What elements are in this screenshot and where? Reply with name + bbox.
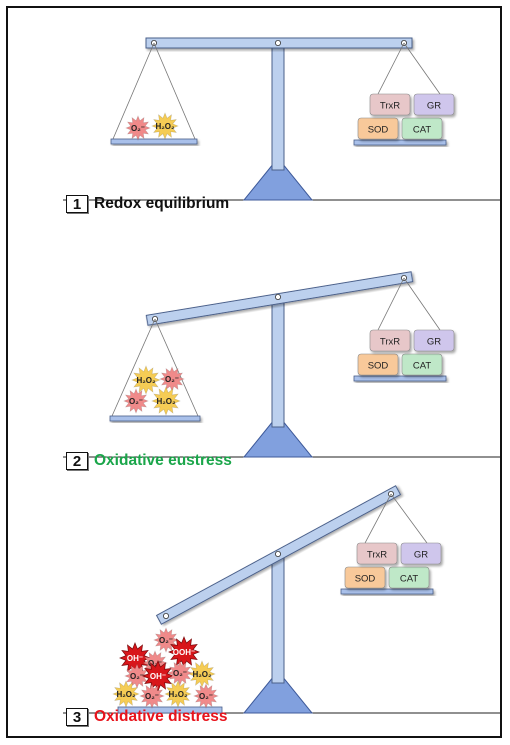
right-pan-tray — [353, 139, 447, 146]
ros-label: O₂⁻ — [165, 375, 179, 384]
panel-2-title: Oxidative eustress — [94, 452, 232, 469]
right-pan-tray — [340, 588, 434, 595]
enzyme-label-cat: CAT — [413, 361, 431, 372]
ros-star-peroxide — [151, 112, 179, 140]
beam-screw — [274, 293, 281, 300]
enzyme-label-gr: GR — [427, 101, 441, 112]
enzyme-label-cat: CAT — [413, 125, 431, 136]
balance-post — [271, 553, 285, 684]
enzyme-box-sod — [357, 353, 399, 376]
ros-star-peroxide — [188, 660, 216, 688]
ros-star-superoxide — [153, 627, 179, 653]
ros-label: OOH⁻ — [173, 648, 195, 657]
ros-star-superoxide — [123, 388, 149, 414]
fulcrum — [242, 157, 314, 201]
ros-label: O₂⁻ — [173, 669, 187, 678]
panel-1-title: Redox equilibrium — [94, 195, 230, 212]
ros-label: O₂⁻ — [131, 124, 145, 133]
fulcrum — [242, 414, 314, 458]
ros-label: OH⁻ — [150, 672, 166, 681]
panel-1-number: 1 — [66, 195, 88, 213]
beam-screw — [274, 40, 281, 47]
ros-star-superoxide — [167, 660, 193, 686]
enzyme-box-trxr — [369, 329, 411, 352]
left-pan-string — [153, 42, 196, 140]
enzyme-label-sod: SOD — [368, 125, 389, 136]
panel-1-label: 1 Redox equilibrium — [66, 194, 229, 214]
balance-post — [271, 296, 285, 428]
ros-label: O₂⁻ — [148, 659, 162, 668]
enzyme-box-sod — [344, 566, 386, 589]
panel-1: O₂⁻ H₂O₂ SOD CAT TrxR GR — [63, 37, 500, 201]
right-pan-string — [403, 42, 441, 95]
ros-label: H₂O₂ — [155, 122, 175, 131]
enzyme-box-trxr — [356, 542, 398, 565]
ros-star-peroxide — [151, 386, 181, 416]
left-pan-tray — [110, 138, 198, 145]
right-pan-string — [377, 277, 405, 331]
ros-label: H₂O₂ — [136, 376, 156, 385]
enzyme-label-gr: GR — [427, 337, 441, 348]
panel-2-label: 2 Oxidative eustress — [66, 451, 232, 471]
ros-label: O₂⁻ — [130, 672, 144, 681]
enzyme-label-trxr: TrxR — [367, 550, 387, 561]
panel-3-label: 3 Oxidative distress — [66, 707, 228, 727]
fulcrum — [242, 670, 314, 714]
ros-label: OH⁻ — [127, 654, 143, 663]
enzyme-label-trxr: TrxR — [380, 101, 400, 112]
left-pan-string — [111, 318, 156, 417]
panel-2-number: 2 — [66, 452, 88, 470]
right-pan-tray — [353, 375, 447, 382]
balance-post — [271, 42, 285, 171]
left-pan-string — [154, 318, 199, 417]
ros-star-superoxide — [125, 115, 151, 141]
ros-label: O₂⁻ — [145, 692, 159, 701]
right-pan-string — [377, 42, 405, 95]
left-pan-tray — [117, 706, 223, 714]
enzyme-label-gr: GR — [414, 550, 428, 561]
enzyme-label-cat: CAT — [400, 574, 418, 585]
ros-star-peroxide — [112, 680, 140, 708]
enzyme-box-gr — [400, 542, 442, 565]
enzyme-label-trxr: TrxR — [380, 337, 400, 348]
ros-label: H₂O₂ — [156, 397, 176, 406]
enzyme-box-sod — [357, 117, 399, 140]
ros-label: H₂O₂ — [168, 690, 188, 699]
right-pan-string — [403, 277, 441, 331]
enzyme-box-cat — [388, 566, 430, 589]
beam-screw — [274, 551, 281, 558]
ros-star-peroxide — [164, 680, 192, 708]
right-pan-string — [390, 493, 428, 544]
left-pan-string — [112, 42, 155, 140]
ros-label: O₂⁻ — [129, 397, 143, 406]
ros-star-superoxide — [193, 683, 219, 709]
panel-3-number: 3 — [66, 708, 88, 726]
panel-3-title: Oxidative distress — [94, 708, 228, 725]
ros-label: O₂⁻ — [199, 692, 213, 701]
left-pan-tray — [109, 415, 201, 422]
enzyme-box-gr — [413, 93, 455, 116]
enzyme-box-cat — [401, 117, 443, 140]
right-pan-string — [364, 493, 392, 544]
enzyme-box-trxr — [369, 93, 411, 116]
enzyme-label-sod: SOD — [355, 574, 376, 585]
figure-frame: O₂⁻ H₂O₂ SOD CAT TrxR GR H₂O₂ O₂⁻ O₂⁻ H₂O₂ SOD CAT T… — [6, 6, 502, 738]
ros-label: H₂O₂ — [116, 690, 136, 699]
ros-label: H₂O₂ — [192, 670, 212, 679]
enzyme-box-cat — [401, 353, 443, 376]
enzyme-label-sod: SOD — [368, 361, 389, 372]
ros-star-peroxide — [131, 365, 161, 395]
ros-star-superoxide — [139, 683, 165, 709]
enzyme-box-gr — [413, 329, 455, 352]
beam-screw — [162, 613, 169, 620]
balance-diagram: O₂⁻ H₂O₂ SOD CAT TrxR GR H₂O₂ O₂⁻ O₂⁻ H₂O₂ SOD CAT T… — [63, 37, 500, 714]
panel-2: H₂O₂ O₂⁻ O₂⁻ H₂O₂ SOD CAT TrxR GR — [63, 271, 500, 458]
ros-label: O₂⁻ — [159, 636, 173, 645]
